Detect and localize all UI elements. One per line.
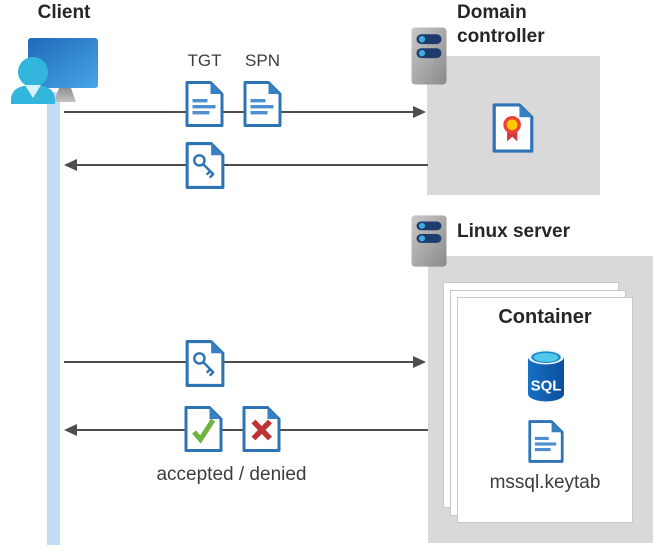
sql-database-text: SQL (531, 378, 562, 395)
key-icon (201, 360, 215, 377)
tgt-document-icon (184, 80, 225, 128)
arrow-client-to-domain-controller (64, 106, 426, 118)
key-document-icon (184, 141, 226, 190)
document-text-lines (534, 436, 557, 452)
arrow-client-to-linux-server (64, 356, 426, 368)
arrow-line (64, 361, 415, 363)
user-collar (25, 85, 41, 98)
denied-document-icon (241, 405, 282, 453)
client-lifeline (47, 92, 60, 545)
keytab-filename-label: mssql.keytab (489, 472, 601, 493)
spn-document-icon (242, 80, 283, 128)
arrowhead-right-icon (413, 106, 426, 118)
keytab-document-icon (527, 419, 565, 464)
client-label: Client (37, 2, 91, 23)
monitor-stand (54, 88, 76, 102)
arrow-line (75, 164, 428, 166)
sql-database-icon: SQL (528, 349, 564, 402)
check-icon (192, 418, 216, 444)
x-icon (251, 419, 272, 441)
arrowhead-right-icon (413, 356, 426, 368)
container-label: Container (498, 306, 592, 328)
arrow-line (64, 111, 415, 113)
container-card: Container SQL mssql.keytab (457, 297, 633, 523)
arrowhead-left-icon (64, 424, 77, 436)
certificate-document-icon (491, 102, 535, 154)
accepted-denied-label: accepted / denied (156, 464, 307, 485)
key-document-icon (184, 339, 226, 388)
certificate-seal (503, 115, 521, 134)
tgt-label: TGT (187, 51, 222, 70)
domain-controller-server-icon (410, 26, 448, 86)
accepted-document-icon (183, 405, 224, 453)
spn-label: SPN (245, 51, 280, 70)
client-computer-icon (11, 38, 98, 104)
domain-controller-label: Domain controller (457, 2, 545, 47)
arrow-domain-controller-to-client (64, 159, 428, 171)
arrowhead-left-icon (64, 159, 77, 171)
linux-server-icon (410, 214, 448, 268)
key-icon (201, 162, 215, 179)
user-head (18, 57, 48, 87)
linux-server-label: Linux server (457, 221, 570, 242)
